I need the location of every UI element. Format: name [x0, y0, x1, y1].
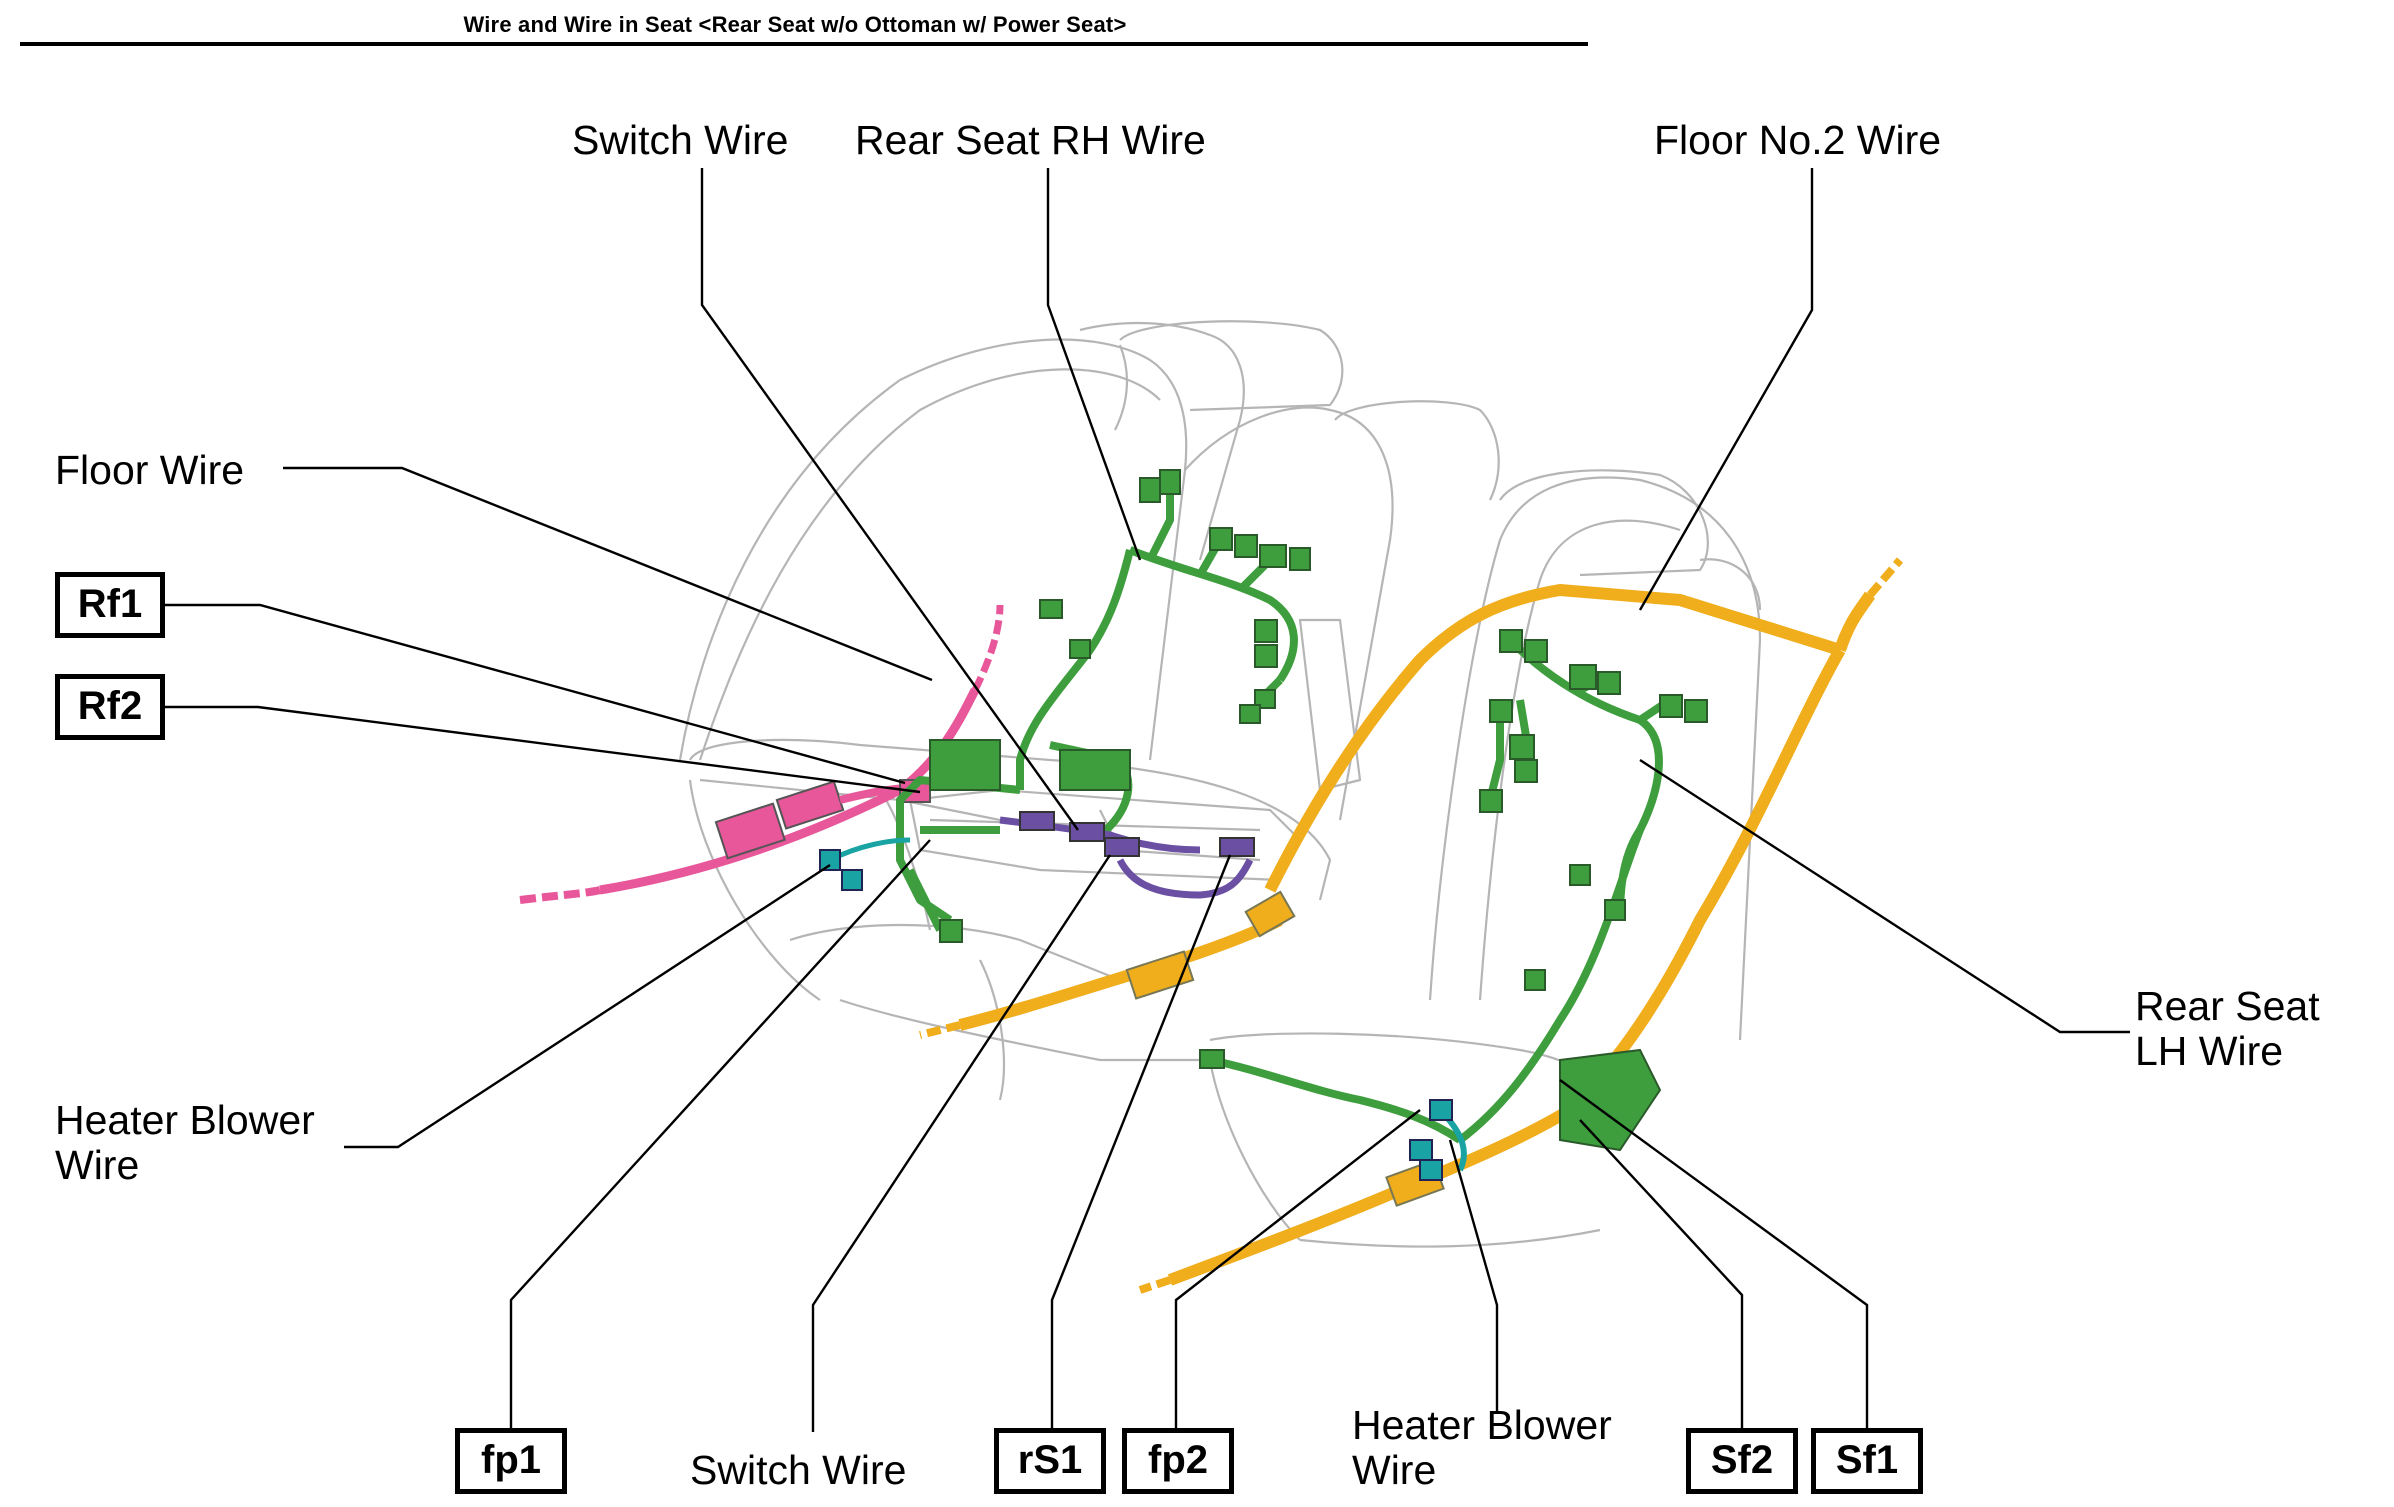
label-floor-no2-wire: Floor No.2 Wire — [1654, 117, 1942, 163]
heater-blower-wire-right — [1409, 1099, 1467, 1181]
rear-seat-rh-connectors — [929, 469, 1311, 943]
label-rear-seat-lh-1: Rear Seat — [2135, 983, 2320, 1029]
label-switch-wire-top: Switch Wire — [572, 117, 789, 163]
page-title: Wire and Wire in Seat <Rear Seat w/o Ott… — [463, 12, 1127, 37]
connector-code-rf1: Rf1 — [55, 572, 165, 638]
connector-code-sf2: Sf2 — [1686, 1428, 1798, 1494]
label-heater-blower-left-1: Heater Blower — [55, 1097, 315, 1143]
label-heater-blower-left-2: Wire — [55, 1142, 140, 1188]
connector-code-sf1: Sf1 — [1811, 1428, 1923, 1494]
connector-code-fp1: fp1 — [455, 1428, 567, 1494]
label-heater-blower-bottom-1: Heater Blower — [1352, 1402, 1612, 1448]
leader-lines — [165, 168, 2130, 1432]
heater-blower-wire-left — [819, 837, 911, 891]
label-floor-wire: Floor Wire — [55, 447, 245, 493]
floor-no2-connectors — [1125, 890, 1601, 1207]
connector-code-rs1: rS1 — [994, 1428, 1106, 1494]
connector-code-rf2: Rf2 — [55, 674, 165, 740]
rear-seat-lh-connectors — [1199, 629, 1708, 1152]
label-switch-wire-bottom: Switch Wire — [690, 1447, 907, 1493]
label-rear-seat-lh-2: LH Wire — [2135, 1028, 2284, 1074]
label-heater-blower-bottom-2: Wire — [1352, 1447, 1437, 1493]
switch-wire-harness — [999, 811, 1255, 899]
label-rear-seat-rh-wire: Rear Seat RH Wire — [855, 117, 1206, 163]
floor-wire-harness — [519, 604, 1004, 904]
connector-code-fp2: fp2 — [1122, 1428, 1234, 1494]
title-rule — [20, 42, 1588, 46]
floor-no2-wire-stubs — [919, 557, 1904, 1294]
seat-outline — [678, 320, 1762, 1248]
